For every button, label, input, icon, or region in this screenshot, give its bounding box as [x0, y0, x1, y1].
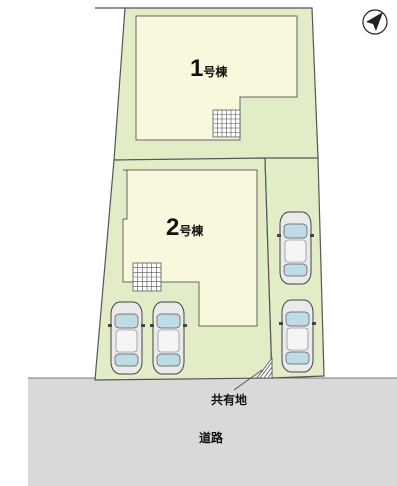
building-1-label: 1号棟	[190, 55, 227, 83]
entrance-grid-icon	[132, 262, 162, 292]
shared-land-label: 共有地	[211, 393, 248, 407]
shared-land-leader	[233, 369, 263, 391]
car-icon	[279, 299, 316, 373]
compass-icon	[362, 9, 388, 35]
building-1-footprint	[135, 15, 298, 141]
building-1-number: 1	[190, 55, 204, 82]
building-2-number: 2	[166, 214, 180, 241]
building-1-suffix: 号棟	[203, 65, 228, 79]
car-icon	[108, 301, 145, 375]
building-2-suffix: 号棟	[179, 224, 204, 238]
building-2-label: 2号棟	[166, 214, 203, 242]
road-label: 道路	[199, 431, 224, 445]
car-icon	[150, 301, 187, 375]
road	[28, 378, 397, 486]
shared-land-hatch	[256, 356, 273, 379]
car-icon	[277, 211, 314, 285]
entrance-grid-icon	[212, 109, 241, 138]
